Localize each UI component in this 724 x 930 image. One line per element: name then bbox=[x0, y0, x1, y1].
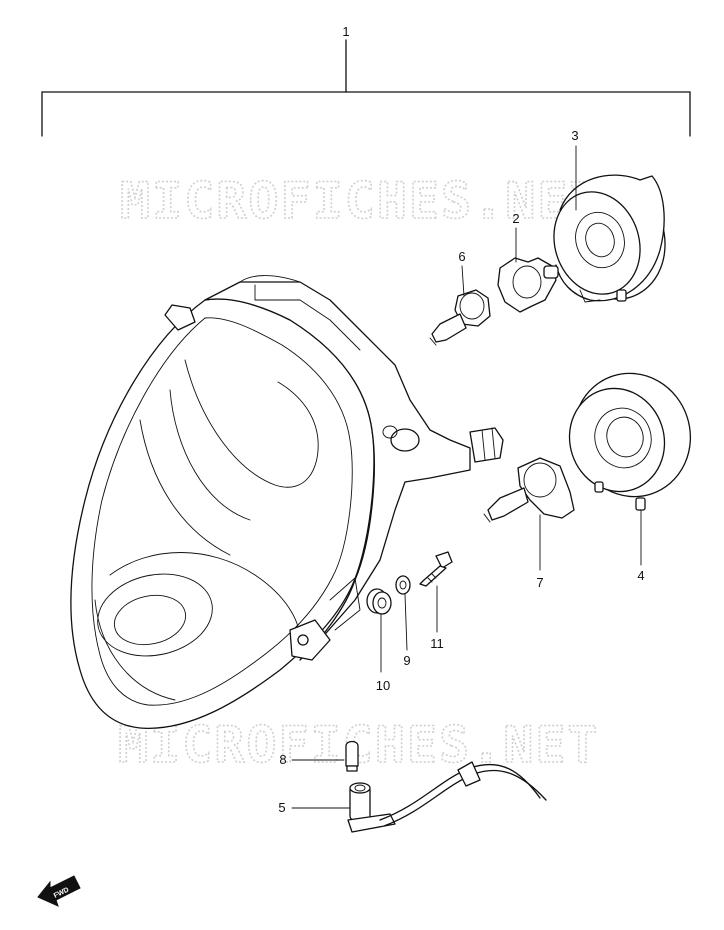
headlamp-housing bbox=[70, 275, 504, 729]
callout-8: 8 bbox=[279, 752, 286, 767]
callout-11: 11 bbox=[430, 636, 444, 651]
fwd-arrow-badge: FWD bbox=[37, 875, 81, 907]
bulb-socket bbox=[497, 257, 559, 313]
bulb-cover-upper bbox=[553, 174, 666, 303]
watermark-top: MICROFICHES.NET bbox=[120, 172, 602, 230]
bulb-cover-lower bbox=[568, 372, 692, 511]
position-lamp-socket bbox=[347, 761, 547, 833]
callout-10: 10 bbox=[376, 678, 390, 693]
halogen-bulb-upper bbox=[429, 289, 491, 346]
callout-9: 9 bbox=[403, 653, 410, 668]
callout-2: 2 bbox=[512, 211, 519, 226]
callout-3: 3 bbox=[571, 128, 578, 143]
halogen-bulb-lower bbox=[483, 457, 575, 523]
callout-6: 6 bbox=[458, 249, 465, 264]
callout-4: 4 bbox=[637, 568, 644, 583]
leader-lines bbox=[291, 145, 642, 809]
screw bbox=[419, 551, 453, 587]
callout-1: 1 bbox=[342, 24, 349, 39]
watermark-bottom: MICROFICHES.NET bbox=[118, 716, 600, 774]
grommet bbox=[366, 588, 392, 615]
callout-labels: 1 2 3 4 5 6 7 8 9 10 11 bbox=[278, 24, 644, 815]
washer bbox=[395, 575, 411, 595]
wedge-bulb bbox=[345, 740, 359, 772]
assembly-bracket bbox=[41, 39, 691, 137]
callout-5: 5 bbox=[278, 800, 285, 815]
callout-7: 7 bbox=[536, 575, 543, 590]
